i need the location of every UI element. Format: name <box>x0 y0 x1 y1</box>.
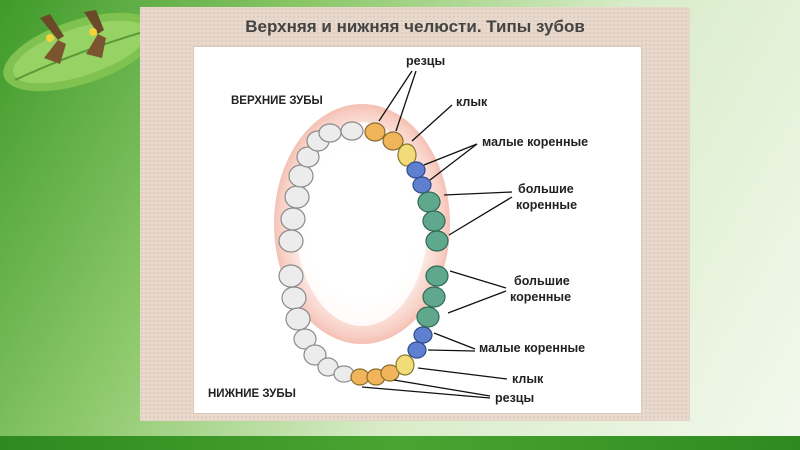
label-lower-canine: клык <box>512 372 544 386</box>
lower-canine <box>395 354 415 376</box>
lower-premolars <box>407 326 433 359</box>
label-upper-molars-line2: коренные <box>516 198 577 212</box>
butterfly-icon <box>40 14 66 64</box>
label-upper-canine: клык <box>456 95 488 109</box>
lower-incisors <box>350 364 400 386</box>
lower-molars <box>416 265 449 328</box>
pointer-lines <box>361 70 513 399</box>
lower-teeth-plain <box>278 264 355 383</box>
label-lower-premolars: малые коренные <box>479 341 585 355</box>
label-upper-premolars: малые коренные <box>482 135 588 149</box>
label-upper-incisors: резцы <box>406 54 445 68</box>
slide-title: Верхняя и нижняя челюсти. Типы зубов <box>245 17 585 36</box>
upper-teeth-heading: ВЕРХНИЕ ЗУБЫ <box>231 95 323 107</box>
lower-teeth-heading: НИЖНИЕ ЗУБЫ <box>208 388 296 400</box>
upper-incisors <box>364 122 404 151</box>
label-lower-molars-line2: коренные <box>510 290 571 304</box>
diagram-area: ВЕРХНИЕ ЗУБЫ НИЖНИЕ ЗУБЫ резцы клык малы… <box>193 46 642 414</box>
jaw-diagram: ВЕРХНИЕ ЗУБЫ НИЖНИЕ ЗУБЫ резцы клык малы… <box>208 54 588 405</box>
upper-canine <box>397 143 417 167</box>
upper-premolars <box>406 161 432 194</box>
upper-molars <box>417 191 449 252</box>
bottom-decor-band <box>0 436 800 450</box>
content-panel: Верхняя и нижняя челюсти. Типы зубов <box>140 7 690 421</box>
label-lower-molars-line1: большие <box>514 274 570 288</box>
label-upper-molars-line1: большие <box>518 182 574 196</box>
upper-teeth-plain <box>278 121 364 253</box>
label-lower-incisors: резцы <box>495 391 534 405</box>
butterfly-icon <box>84 10 106 58</box>
leaf-butterfly-decoration <box>3 10 157 92</box>
